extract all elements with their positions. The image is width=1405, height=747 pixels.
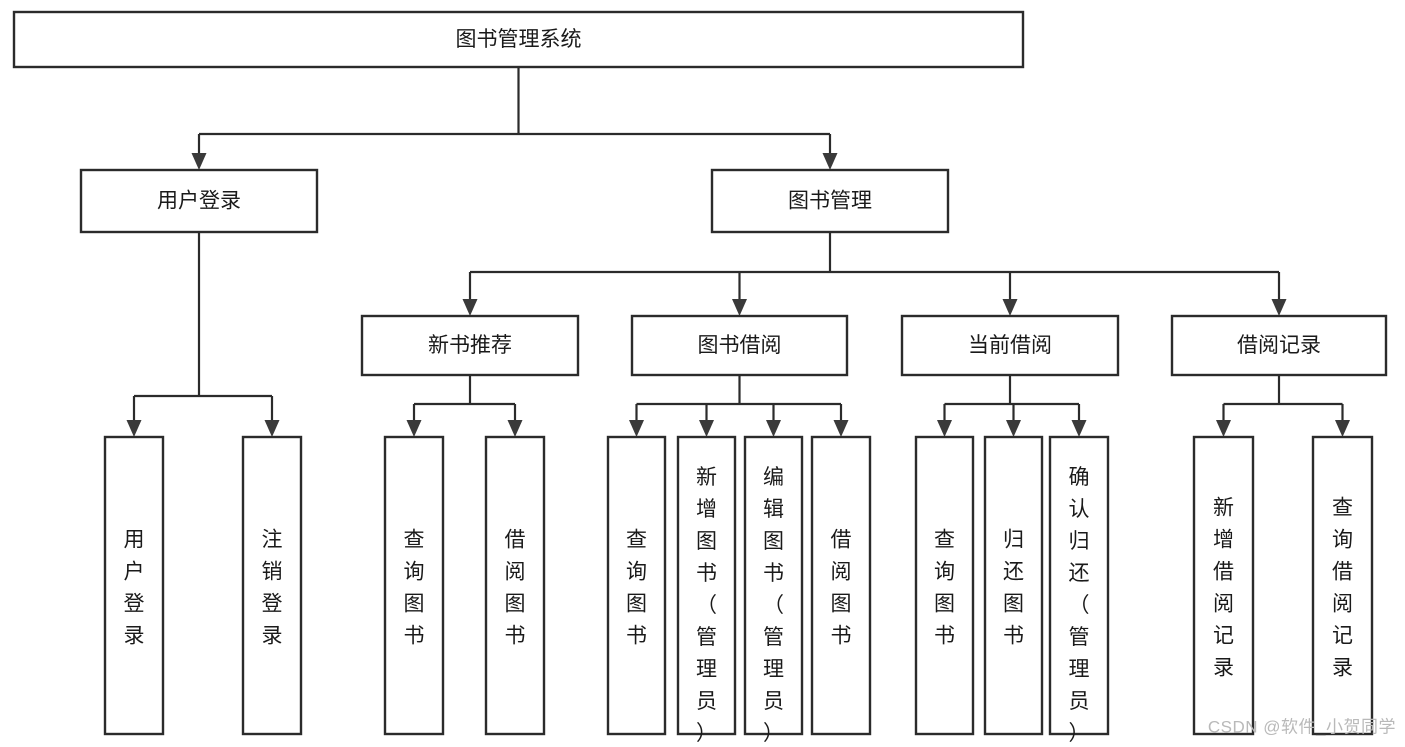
node-level3-借阅记录-label: 借阅记录 bbox=[1237, 334, 1321, 357]
connector-arrow-icon bbox=[264, 420, 280, 437]
node-leaf-查询图书-8-rect bbox=[914, 435, 975, 736]
node-level3-借阅记录-rect bbox=[1170, 314, 1388, 377]
node-leaf-借阅图书-7[interactable]: 借阅图书 bbox=[810, 435, 872, 736]
connector-arrow-icon bbox=[1271, 299, 1287, 316]
node-level2-用户登录[interactable]: 用户登录 bbox=[79, 168, 319, 234]
node-root-label: 图书管理系统 bbox=[456, 28, 582, 51]
node-leaf-新增图书管理员-5-rect bbox=[676, 435, 737, 736]
node-leaf-注销登录-1-label: 注销登录 bbox=[262, 528, 283, 647]
node-leaf-注销登录-1[interactable]: 注销登录 bbox=[241, 435, 303, 736]
connector-arrow-icon bbox=[732, 299, 747, 316]
csdn-watermark: CSDN @软件_小贺同学 bbox=[1208, 717, 1396, 736]
node-level2-图书管理[interactable]: 图书管理 bbox=[710, 168, 950, 234]
connector-arrow-icon bbox=[1071, 420, 1087, 437]
node-leaf-归还图书-9-rect bbox=[983, 435, 1044, 736]
connector-arrow-icon bbox=[191, 153, 207, 170]
node-leaf-查询图书-4-rect bbox=[606, 435, 667, 736]
node-leaf-查询图书-2-rect bbox=[383, 435, 445, 736]
connector-arrow-icon bbox=[766, 420, 781, 437]
connector-layer bbox=[126, 67, 1350, 437]
connector-arrow-icon bbox=[833, 420, 849, 437]
node-root[interactable]: 图书管理系统 bbox=[12, 10, 1025, 69]
node-leaf-编辑图书管理员-6-label: 编辑图书（管理员） bbox=[763, 466, 784, 745]
node-leaf-查询图书-4-label: 查询图书 bbox=[626, 528, 647, 647]
node-leaf-查询图书-8-label: 查询图书 bbox=[934, 528, 955, 647]
node-leaf-借阅图书-3[interactable]: 借阅图书 bbox=[484, 435, 546, 736]
connector-arrow-icon bbox=[1335, 420, 1350, 437]
node-leaf-确认归还管理员-10[interactable]: 确认归还（管理员） bbox=[1048, 435, 1110, 745]
node-level2-图书管理-rect bbox=[710, 168, 950, 234]
node-leaf-用户登录-0-label: 用户登录 bbox=[124, 528, 145, 647]
connector-arrow-icon bbox=[1216, 420, 1231, 437]
node-leaf-查询图书-2[interactable]: 查询图书 bbox=[383, 435, 445, 736]
connector-arrow-icon bbox=[462, 299, 478, 316]
node-leaf-借阅图书-7-rect bbox=[810, 435, 872, 736]
node-leaf-用户登录-0-rect bbox=[103, 435, 165, 736]
node-level3-图书借阅-label: 图书借阅 bbox=[698, 334, 782, 357]
node-leaf-借阅图书-3-rect bbox=[484, 435, 546, 736]
node-level3-借阅记录[interactable]: 借阅记录 bbox=[1170, 314, 1388, 377]
node-leaf-查询借阅记录-12-label: 查询借阅记录 bbox=[1332, 496, 1353, 679]
node-leaf-注销登录-1-rect bbox=[241, 435, 303, 736]
connector-arrow-icon bbox=[406, 420, 422, 437]
connector-arrow-icon bbox=[126, 420, 142, 437]
node-leaf-新增图书管理员-5[interactable]: 新增图书（管理员） bbox=[676, 435, 737, 745]
node-leaf-借阅图书-7-label: 借阅图书 bbox=[831, 528, 852, 647]
node-level3-新书推荐[interactable]: 新书推荐 bbox=[360, 314, 580, 377]
node-leaf-借阅图书-3-label: 借阅图书 bbox=[505, 528, 526, 647]
node-leaf-查询图书-2-label: 查询图书 bbox=[404, 528, 425, 647]
node-leaf-确认归还管理员-10-label: 确认归还（管理员） bbox=[1069, 466, 1090, 745]
node-leaf-新增借阅记录-11-rect bbox=[1192, 435, 1255, 736]
node-leaf-新增图书管理员-5-label: 新增图书（管理员） bbox=[696, 466, 717, 745]
node-leaf-查询借阅记录-12-rect bbox=[1311, 435, 1374, 736]
node-level3-新书推荐-rect bbox=[360, 314, 580, 377]
node-leaf-新增借阅记录-11-label: 新增借阅记录 bbox=[1213, 496, 1234, 679]
node-level3-图书借阅[interactable]: 图书借阅 bbox=[630, 314, 849, 377]
node-level3-新书推荐-label: 新书推荐 bbox=[428, 334, 512, 357]
node-leaf-新增借阅记录-11[interactable]: 新增借阅记录 bbox=[1192, 435, 1255, 736]
node-level3-当前借阅-rect bbox=[900, 314, 1120, 377]
connector-arrow-icon bbox=[1006, 420, 1021, 437]
node-leaf-归还图书-9[interactable]: 归还图书 bbox=[983, 435, 1044, 736]
node-root-rect bbox=[12, 10, 1025, 69]
node-leaf-确认归还管理员-10-rect bbox=[1048, 435, 1110, 736]
node-leaf-编辑图书管理员-6-rect bbox=[743, 435, 804, 736]
node-leaf-查询借阅记录-12[interactable]: 查询借阅记录 bbox=[1311, 435, 1374, 736]
node-level3-当前借阅-label: 当前借阅 bbox=[968, 334, 1052, 357]
node-level3-图书借阅-rect bbox=[630, 314, 849, 377]
connector-arrow-icon bbox=[1002, 299, 1018, 316]
node-leaf-用户登录-0[interactable]: 用户登录 bbox=[103, 435, 165, 736]
node-level2-图书管理-label: 图书管理 bbox=[788, 190, 872, 213]
node-level3-当前借阅[interactable]: 当前借阅 bbox=[900, 314, 1120, 377]
connector-arrow-icon bbox=[937, 420, 952, 437]
connector-arrow-icon bbox=[699, 420, 714, 437]
connector-arrow-icon bbox=[629, 420, 644, 437]
node-level2-用户登录-label: 用户登录 bbox=[157, 190, 241, 213]
node-leaf-归还图书-9-label: 归还图书 bbox=[1003, 528, 1024, 647]
node-layer: 图书管理系统用户登录图书管理新书推荐图书借阅当前借阅借阅记录用户登录注销登录查询… bbox=[12, 10, 1388, 745]
node-leaf-查询图书-8[interactable]: 查询图书 bbox=[914, 435, 975, 736]
node-leaf-编辑图书管理员-6[interactable]: 编辑图书（管理员） bbox=[743, 435, 804, 745]
node-level2-用户登录-rect bbox=[79, 168, 319, 234]
connector-arrow-icon bbox=[507, 420, 523, 437]
node-leaf-查询图书-4[interactable]: 查询图书 bbox=[606, 435, 667, 736]
connector-arrow-icon bbox=[822, 153, 838, 170]
